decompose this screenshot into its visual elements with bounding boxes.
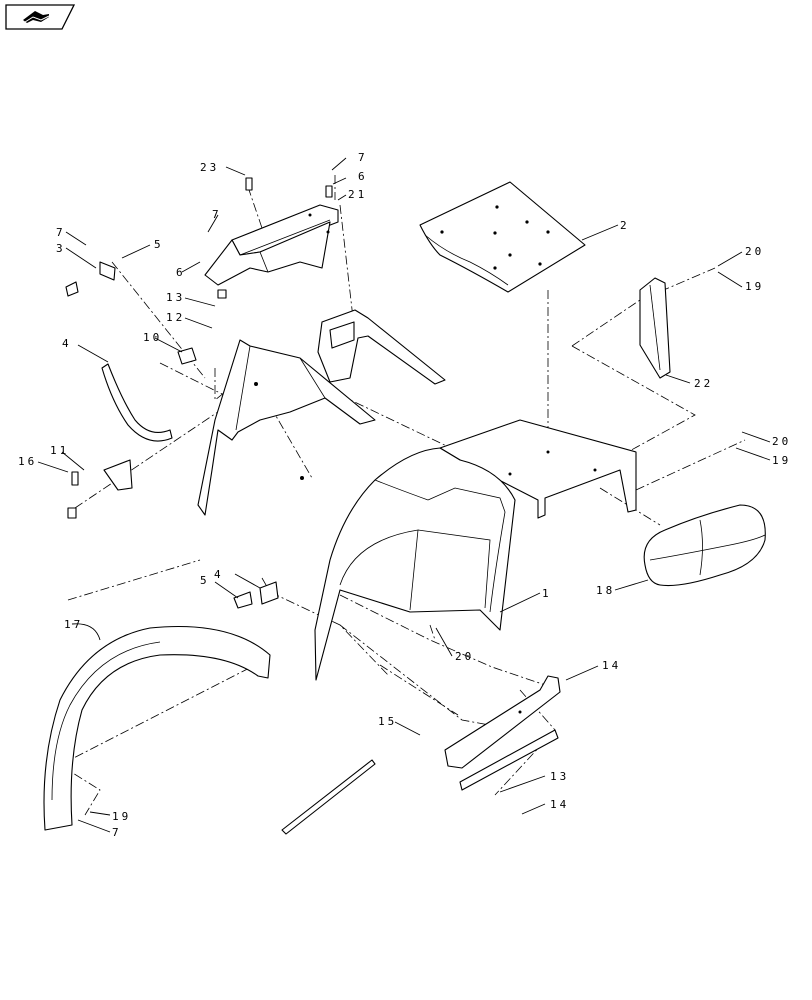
callout-20-right-top: 20 <box>745 245 764 258</box>
part-2-floor-plate <box>419 181 586 293</box>
callout-23: 23 <box>200 161 219 174</box>
callout-20-center: 20 <box>455 650 474 663</box>
part-18-cushion <box>643 504 766 587</box>
part-5-hose <box>101 363 173 442</box>
callout-22: 22 <box>694 377 713 390</box>
callout-7-top: 7 <box>358 151 368 164</box>
callout-6-left: 5 <box>154 238 164 251</box>
callout-5-top: 4 <box>62 337 72 350</box>
callout-7-left: 7 <box>56 226 66 239</box>
part-1-fender <box>314 419 637 681</box>
callout-19-right-mid: 19 <box>772 454 791 467</box>
callout-7-bottom: 7 <box>112 826 122 839</box>
callout-leaders <box>37 157 771 833</box>
callout-12: 14 <box>602 659 621 672</box>
callout-2: 2 <box>620 219 630 232</box>
callout-19-bottom: 19 <box>112 810 131 823</box>
rod <box>281 759 376 835</box>
callout-21: 21 <box>348 188 367 201</box>
callout-labels: 23 7 6 21 2 20 19 7 6 7 3 5 13 12 10 4 1… <box>18 151 791 839</box>
callout-14: 14 <box>550 798 569 811</box>
callout-18: 18 <box>596 584 615 597</box>
support-frame <box>197 309 446 516</box>
callout-16: 16 <box>18 455 37 468</box>
callout-10: 12 <box>166 311 185 324</box>
part-17-curved-trim <box>43 625 271 831</box>
part-21-upper-bracket <box>204 204 339 286</box>
forward-arrow-icon[interactable] <box>5 4 76 30</box>
callout-9: 11 <box>50 444 69 457</box>
part-12-bottom-bracket <box>444 675 561 791</box>
callout-19-right-top: 19 <box>745 280 764 293</box>
callout-6-mid: 6 <box>176 266 186 279</box>
callout-15: 15 <box>378 715 397 728</box>
callout-3: 3 <box>56 242 66 255</box>
part-22-side-bracket <box>639 277 671 379</box>
callout-7-mid: 7 <box>212 208 222 221</box>
callout-6-top: 6 <box>358 170 368 183</box>
callout-17: 17 <box>64 618 83 631</box>
callout-11: 13 <box>166 291 185 304</box>
callout-8: 10 <box>143 331 162 344</box>
callout-5-bottom: 5 <box>200 574 210 587</box>
small-parts <box>65 177 333 609</box>
callout-20-right-mid: 20 <box>772 435 791 448</box>
callout-4: 4 <box>214 568 224 581</box>
callout-13: 13 <box>550 770 569 783</box>
callout-1: 1 <box>542 587 552 600</box>
